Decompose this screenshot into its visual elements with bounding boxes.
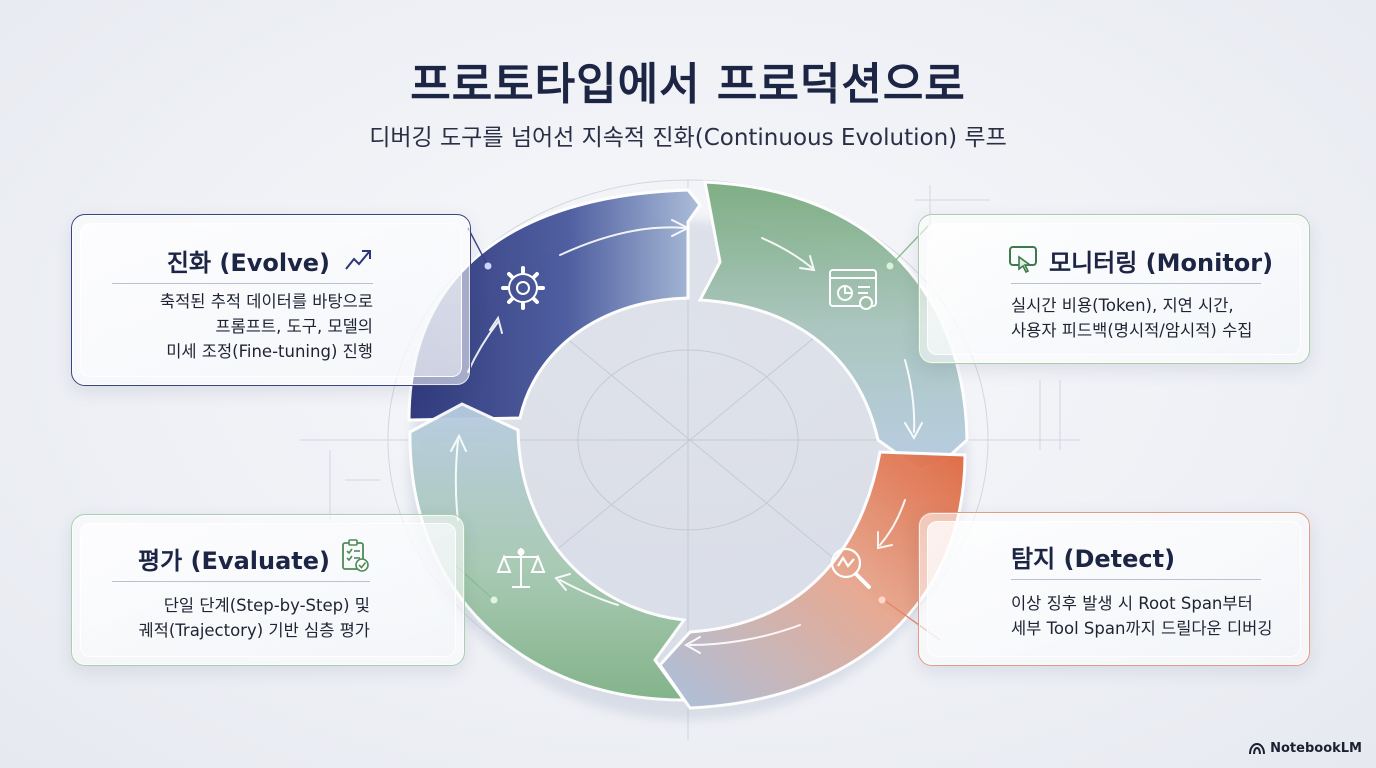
monitor-touch-icon [1009, 246, 1037, 274]
segment-monitor [697, 180, 969, 472]
evolve-line-2: 프롬프트, 도구, 모델의 [215, 317, 373, 336]
dashboard-icon [829, 269, 877, 310]
detect-line-1: 이상 징후 발생 시 Root Span부터 [1011, 594, 1253, 613]
evolve-line-1: 축적된 추적 데이터를 바탕으로 [159, 292, 373, 311]
balance-scale-icon [496, 548, 546, 588]
monitor-description: 실시간 비용(Token), 지연 시간, 사용자 피드백(명시적/암시적) 수… [1011, 293, 1252, 343]
page-title: 프로토타입에서 프로덕션으로 [410, 59, 966, 110]
magnifier-icon [830, 547, 871, 589]
evolve-description: 축적된 추적 데이터를 바탕으로 프롬프트, 도구, 모델의 미세 조정(Fin… [160, 289, 373, 364]
brand-label: NotebookLM [1270, 741, 1362, 756]
monitor-line-1: 실시간 비용(Token), 지연 시간, [1011, 296, 1234, 315]
detect-description: 이상 징후 발생 시 Root Span부터 세부 Tool Span까지 드릴… [1011, 591, 1273, 641]
evaluate-line-2: 궤적(Trajectory) 기반 심층 평가 [138, 621, 370, 640]
notebooklm-watermark: NotebookLM [1249, 741, 1362, 756]
evolve-line-3: 미세 조정(Fine-tuning) 진행 [166, 342, 373, 361]
detect-title: 탐지 (Detect) [1011, 545, 1176, 573]
flow-arrows [450, 219, 923, 654]
detect-card: 탐지 (Detect) 이상 징후 발생 시 Root Span부터 세부 To… [918, 512, 1310, 666]
evolve-title: 진화 (Evolve) [166, 249, 330, 277]
detect-line-2: 세부 Tool Span까지 드릴다운 디버깅 [1011, 619, 1273, 638]
page-subtitle: 디버깅 도구를 넘어선 지속적 진화(Continuous Evolution)… [369, 125, 1007, 151]
evaluate-card: 평가 (Evaluate) 단일 단계(Step-by-Step) 및 궤적(T… [71, 514, 465, 666]
monitor-line-2: 사용자 피드백(명시적/암시적) 수집 [1011, 321, 1253, 340]
monitor-card: 모니터링 (Monitor) 실시간 비용(Token), 지연 시간, 사용자… [918, 214, 1310, 364]
gear-icon [501, 266, 545, 310]
checklist-icon [342, 539, 369, 572]
evolve-card: 진화 (Evolve) 축적된 추적 데이터를 바탕으로 프롬프트, 도구, 모… [71, 214, 471, 386]
notebooklm-logo-icon [1249, 742, 1266, 754]
trend-up-icon [345, 250, 371, 270]
evaluate-title: 평가 (Evaluate) [138, 547, 330, 575]
monitor-title: 모니터링 (Monitor) [1049, 249, 1274, 277]
evaluate-line-1: 단일 단계(Step-by-Step) 및 [163, 596, 370, 615]
evaluate-description: 단일 단계(Step-by-Step) 및 궤적(Trajectory) 기반 … [138, 593, 370, 643]
